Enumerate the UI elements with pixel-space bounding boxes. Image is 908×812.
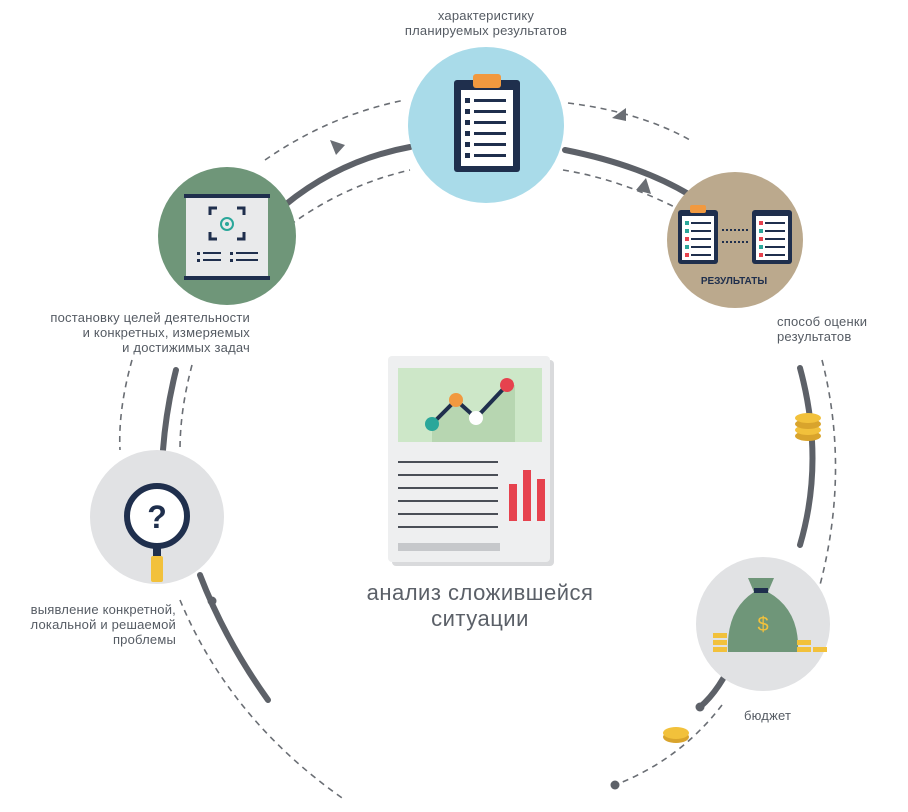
compare-checklists-icon bbox=[678, 205, 792, 264]
dash-top-outer-left bbox=[264, 99, 406, 161]
dash-left-lower bbox=[179, 599, 346, 801]
dash-left-inner bbox=[179, 364, 193, 451]
currency-symbol: $ bbox=[757, 614, 768, 636]
track-arc-right bbox=[797, 365, 816, 548]
track-arc-top-right bbox=[562, 147, 693, 198]
direction-arrows bbox=[330, 108, 651, 194]
report-chart-icon bbox=[388, 356, 554, 566]
track-dot-bottom bbox=[610, 780, 620, 790]
dashed-orbits bbox=[118, 99, 837, 801]
arrow-top-right-inner bbox=[636, 178, 651, 194]
track-arc-top-left bbox=[282, 144, 413, 208]
center-title: анализ сложившейся ситуации bbox=[366, 580, 594, 631]
dash-top-inner-right bbox=[562, 169, 691, 216]
dash-left-outer bbox=[118, 359, 133, 451]
dash-top-inner-left bbox=[289, 169, 411, 226]
track-dot-left bbox=[207, 596, 217, 606]
track-dot-bottom-right bbox=[695, 702, 705, 712]
label-planned-results: характеристику планируемых результатов bbox=[404, 8, 568, 38]
coin-bottom bbox=[663, 727, 689, 743]
label-goals: постановку целей деятельности и конкретн… bbox=[50, 310, 250, 355]
label-problem: выявление конкретной, локальной и решаем… bbox=[30, 602, 176, 647]
track-arc-left-upper bbox=[160, 367, 179, 453]
coins-right bbox=[795, 413, 821, 441]
label-budget: бюджет bbox=[744, 708, 792, 723]
node-goals bbox=[158, 167, 296, 305]
svg-text:?: ? bbox=[147, 499, 167, 535]
dash-top-outer-right bbox=[567, 102, 691, 141]
magnifier-question-icon: ? bbox=[124, 483, 190, 582]
target-screen-icon bbox=[184, 194, 270, 280]
dash-bottom-right bbox=[614, 704, 723, 786]
track-arc-left-lower bbox=[197, 572, 271, 703]
arrow-top-right-outer bbox=[612, 108, 626, 121]
label-results: способ оценки результатов bbox=[777, 314, 868, 344]
track-dots bbox=[207, 596, 705, 790]
arrow-top-left bbox=[330, 140, 345, 155]
node-budget: $ bbox=[696, 557, 830, 691]
node-results: РЕЗУЛЬТАТЫ bbox=[667, 172, 803, 308]
results-badge: РЕЗУЛЬТАТЫ bbox=[701, 276, 768, 287]
clipboard-icon bbox=[454, 74, 520, 172]
node-problem: ? bbox=[90, 450, 224, 584]
node-planned-results bbox=[408, 47, 564, 203]
dash-right bbox=[819, 359, 837, 586]
money-bag-icon: $ bbox=[713, 578, 827, 652]
